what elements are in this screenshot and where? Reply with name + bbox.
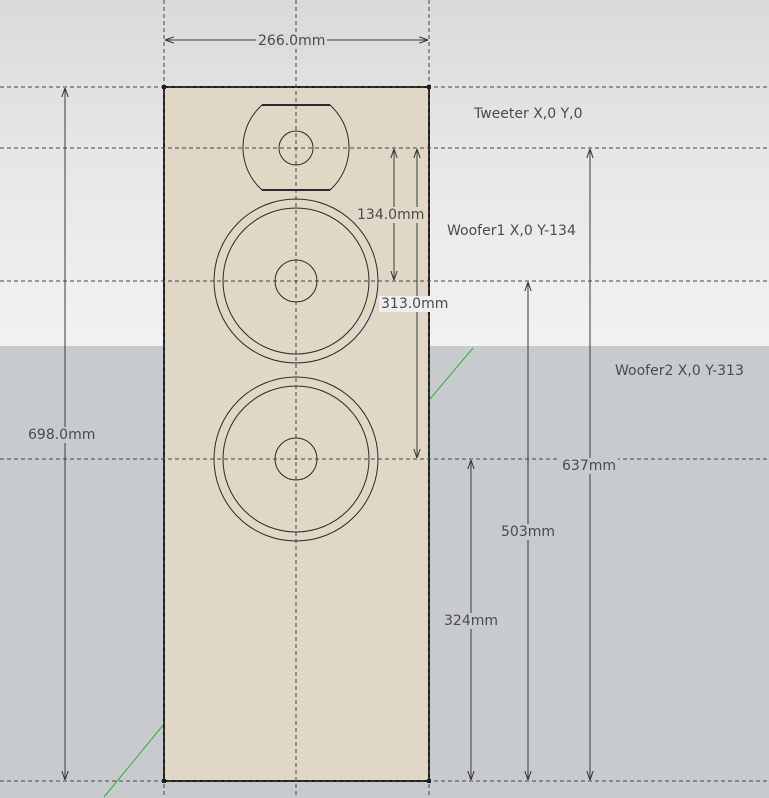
woofer2-driver[interactable] — [213, 376, 379, 542]
dim-label-324[interactable]: 324mm — [442, 613, 500, 629]
dim-label-width[interactable]: 266.0mm — [256, 33, 328, 49]
dim-label-height[interactable]: 698.0mm — [26, 427, 98, 443]
dim-label-637[interactable]: 637mm — [560, 458, 618, 474]
dim-label-503[interactable]: 503mm — [499, 524, 557, 540]
tweeter-driver[interactable] — [242, 104, 350, 191]
tweeter-position-label: Tweeter X,0 Y,0 — [474, 106, 583, 122]
woofer1-driver[interactable] — [213, 198, 379, 364]
woofer1-position-label: Woofer1 X,0 Y-134 — [447, 223, 576, 239]
dim-label-313[interactable]: 313.0mm — [379, 296, 451, 312]
dim-label-134[interactable]: 134.0mm — [355, 207, 427, 223]
green-axis-line-lower — [103, 723, 165, 798]
woofer2-position-label: Woofer2 X,0 Y-313 — [615, 363, 744, 379]
green-axis-line-upper — [429, 347, 474, 400]
